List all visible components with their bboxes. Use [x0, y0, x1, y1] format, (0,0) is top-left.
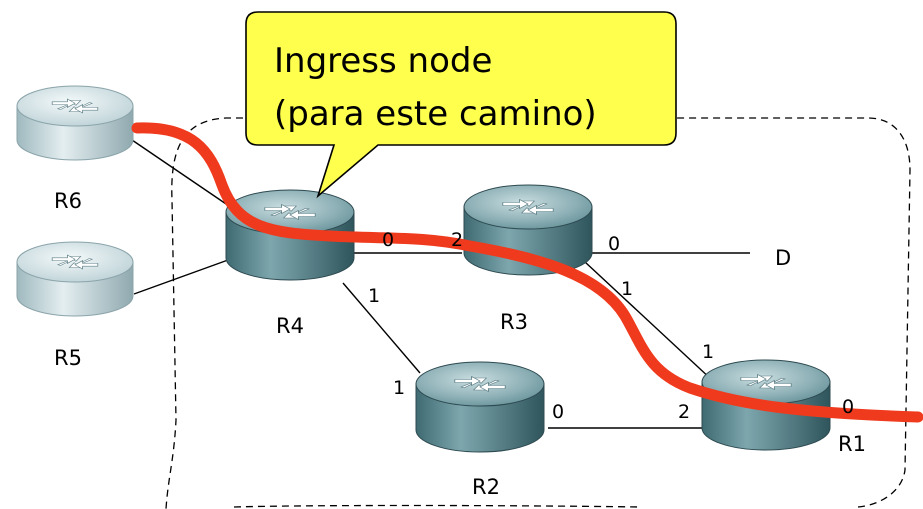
- port-r2-r1: 0: [552, 401, 564, 423]
- router-r2-label: R2: [472, 475, 500, 499]
- router-r5-icon: [17, 242, 133, 316]
- router-r3-label: R3: [500, 310, 528, 334]
- callout: Ingress node (para este camino): [245, 11, 677, 199]
- port-r3-r4: 2: [451, 229, 463, 251]
- link-r5-r4: [133, 259, 229, 295]
- port-r1-r2: 2: [678, 401, 690, 423]
- router-r5-label: R5: [54, 346, 82, 370]
- link-r4-r2: [342, 282, 421, 374]
- lsp-path: [131, 122, 923, 423]
- domain-boundary: [165, 117, 911, 509]
- port-r4-r3: 0: [382, 229, 394, 251]
- destination-label: D: [775, 246, 791, 270]
- callout-line-1: Ingress node: [274, 41, 492, 81]
- port-r4-r2: 1: [368, 285, 380, 307]
- router-r6-label: R6: [54, 189, 82, 213]
- callout-bubble: [245, 11, 677, 199]
- link-r3-r1: [584, 261, 713, 381]
- port-r3-r1: 1: [621, 278, 633, 300]
- port-r1-r3: 1: [702, 341, 714, 363]
- router-r4-label: R4: [276, 314, 304, 338]
- link-r6-r4: [131, 139, 233, 209]
- port-r2-r4: 1: [393, 377, 405, 399]
- router-r2-icon: [416, 362, 544, 452]
- router-r1-label: R1: [838, 432, 866, 456]
- port-r3-d: 0: [608, 233, 620, 255]
- router-r6-icon: [17, 86, 133, 160]
- callout-line-2: (para este camino): [274, 94, 597, 134]
- port-r1-out: 0: [842, 396, 854, 418]
